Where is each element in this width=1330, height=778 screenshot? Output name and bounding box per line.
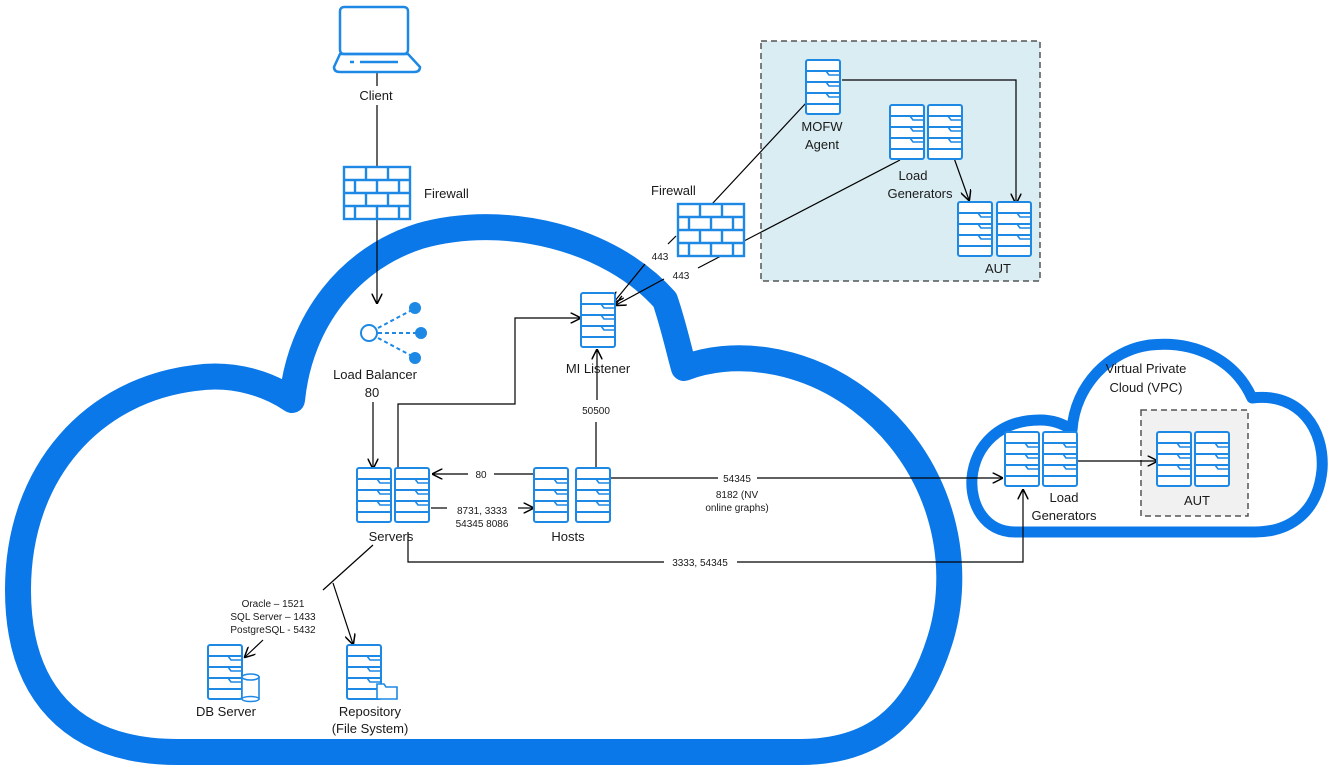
mi-listener-node[interactable]: MI Listener: [566, 292, 631, 376]
hosts-vpc-note-line1: 8182 (NV: [716, 490, 759, 501]
repository-label-line2: (File System): [332, 721, 409, 736]
server-icon: [533, 467, 569, 523]
storage-split-line: [332, 582, 353, 644]
onprem-lg-label-line2: Generators: [887, 186, 953, 201]
vpc-lg-label-line1: Load: [1050, 490, 1079, 505]
hosts-vpc-port-label: 54345: [723, 474, 751, 485]
hosts-vpc-note-line2: online graphs): [705, 503, 768, 514]
fw-mi-port-label-1: 443: [652, 252, 669, 263]
mofw-agent-label-line2: Agent: [805, 137, 839, 152]
load-balancer-node[interactable]: Load Balancer 80: [333, 302, 427, 400]
db-server-label: DB Server: [196, 704, 257, 719]
mofw-to-aut-line: [842, 79, 1016, 203]
file-server-icon: [346, 644, 398, 700]
server-icon: [996, 201, 1032, 257]
database-server-icon: [207, 644, 260, 703]
server-icon: [580, 292, 616, 348]
lb-port-label: 80: [365, 385, 379, 400]
vpc-label-line2: Cloud (VPC): [1110, 380, 1183, 395]
db-port-line3: PostgreSQL - 5432: [230, 625, 316, 636]
onprem-aut-label: AUT: [985, 261, 1011, 276]
server-icon: [957, 201, 993, 257]
server-icon: [805, 59, 841, 115]
servers-to-storage-line: [322, 544, 374, 591]
hosts-node[interactable]: Hosts: [533, 467, 611, 544]
load-balancer-label: Load Balancer: [333, 367, 418, 382]
server-icon: [1194, 431, 1230, 487]
load-balancer-icon: [360, 302, 427, 364]
hosts-label: Hosts: [551, 529, 585, 544]
onprem-aut-node[interactable]: AUT: [957, 201, 1032, 276]
vpc-load-generators-node[interactable]: Load Generators: [1004, 431, 1097, 523]
hosts-servers-port-label: 80: [475, 470, 487, 481]
firewall-right-label: Firewall: [651, 183, 696, 198]
db-server-node[interactable]: DB Server: [196, 644, 260, 719]
server-icon: [1042, 431, 1078, 487]
hosts-mi-port-label: 50500: [582, 406, 610, 417]
lg-to-firewall-line: [743, 159, 901, 242]
server-icon: [1156, 431, 1192, 487]
vpc-label-line1: Virtual Private: [1106, 361, 1187, 376]
server-icon: [927, 104, 963, 160]
servers-hosts-port-label-1: 8731, 3333: [457, 506, 507, 517]
mofw-agent-node[interactable]: MOFW Agent: [801, 59, 843, 152]
vpc-aut-node[interactable]: AUT: [1156, 431, 1230, 508]
firewall-top-node[interactable]: Firewall: [342, 165, 469, 221]
firewall-icon: [676, 202, 746, 258]
servers-to-vpc-lg-line-a: [407, 532, 664, 563]
repository-label-line1: Repository: [339, 704, 402, 719]
servers-label: Servers: [369, 529, 414, 544]
onprem-load-generators-node[interactable]: Load Generators: [887, 104, 963, 201]
mofw-to-firewall-line: [711, 102, 807, 205]
lg-to-aut-line: [953, 157, 969, 200]
fw-to-mi-443-b-top: [697, 255, 722, 269]
client-label: Client: [359, 88, 393, 103]
db-port-line2: SQL Server – 1433: [230, 612, 316, 623]
fw-mi-port-label-2: 443: [673, 271, 690, 282]
servers-hosts-port-label-2: 54345 8086: [456, 519, 509, 530]
servers-vpc-port-label: 3333, 54345: [672, 558, 728, 569]
onprem-lg-label-line1: Load: [899, 168, 928, 183]
server-icon: [575, 467, 611, 523]
fw-to-mi-443-b: [616, 278, 665, 305]
server-icon: [1004, 431, 1040, 487]
laptop-icon: [332, 5, 422, 74]
repository-node[interactable]: Repository (File System): [332, 644, 409, 736]
fw-to-mi-443-a-top: [667, 235, 677, 245]
vpc-lg-label-line2: Generators: [1031, 508, 1097, 523]
firewall-icon: [342, 165, 412, 221]
db-port-line1: Oracle – 1521: [242, 599, 305, 610]
servers-node[interactable]: Servers: [356, 467, 430, 544]
vpc-aut-label: AUT: [1184, 493, 1210, 508]
firewall-right-node[interactable]: Firewall: [651, 183, 746, 258]
servers-to-mi-listener-line: [397, 318, 580, 470]
server-icon: [394, 467, 430, 523]
mofw-agent-label-line1: MOFW: [801, 119, 843, 134]
firewall-top-label: Firewall: [424, 186, 469, 201]
vpc-cloud-outline: [966, 338, 1328, 538]
db-arrow-line: [245, 639, 264, 657]
client-node[interactable]: Client: [332, 5, 422, 103]
server-icon: [889, 104, 925, 160]
server-icon: [356, 467, 392, 523]
connectors: [245, 72, 1157, 657]
mi-listener-label: MI Listener: [566, 361, 631, 376]
servers-to-vpc-lg-line-b: [737, 490, 1023, 563]
main-cloud-outline: [5, 214, 963, 765]
